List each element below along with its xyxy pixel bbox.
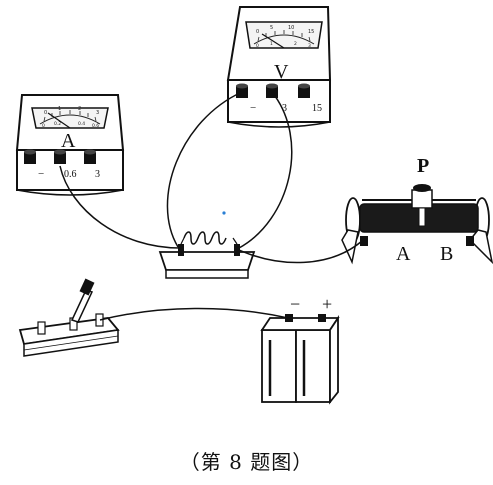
rheostat-end-b-label: B [440, 243, 453, 265]
ammeter-symbol: A [61, 130, 76, 152]
voltmeter-terminal-label-3: 3 [282, 103, 287, 114]
voltmeter-symbol: V [274, 61, 289, 83]
voltmeter-terminal-15[interactable] [298, 83, 310, 99]
voltmeter-scale-top-3: 15 [308, 29, 314, 35]
battery-pos-label: + [322, 294, 332, 314]
ammeter-scale-bottom-0: 0 [42, 123, 45, 129]
coil-resistor [158, 211, 256, 279]
battery-neg-label: − [290, 294, 300, 314]
ammeter-scale-bottom-1: 0.2 [54, 121, 61, 127]
ammeter-scale-top-2: 2 [78, 106, 81, 112]
ammeter-scale-bottom-3: 0.6 [92, 123, 99, 129]
sliding-rheostat: P A B [341, 155, 493, 265]
ammeter-scale-top-0: 0 [44, 110, 47, 116]
rheostat-end-a-label: A [396, 243, 411, 265]
ammeter-terminal-neg[interactable] [24, 149, 36, 165]
ammeter-scale-top-3: 3 [96, 110, 99, 116]
rheostat-slider-label: P [417, 155, 429, 177]
voltmeter-scale-top-1: 5 [270, 25, 273, 31]
voltmeter-scale-top-2: 10 [288, 25, 294, 31]
ammeter-terminal-label-0.6: 0.6 [64, 169, 77, 180]
wire-switch-to-battery [99, 307, 289, 321]
ammeter-scale-bottom-2: 0.4 [78, 121, 85, 127]
rheostat-slider-p[interactable] [411, 184, 433, 227]
voltmeter-terminal-3[interactable] [266, 83, 278, 99]
ammeter-terminal-label-neg: − [38, 168, 44, 180]
battery-terminal-neg[interactable] [285, 314, 293, 322]
battery: − + [260, 294, 340, 405]
ammeter: 0 1 2 3 0 0.2 0.4 0.6 A − 0.6 3 [15, 94, 125, 196]
wire-voltmeter-neg-to-coil [166, 91, 243, 248]
voltmeter-needle [261, 33, 285, 49]
voltmeter-scale-bottom-3: 3 [308, 43, 311, 49]
voltmeter-scale-bottom-0: 0 [256, 43, 259, 49]
voltmeter-scale-bottom-2: 2 [294, 41, 297, 47]
figure-caption: （第 8 题图） [179, 450, 314, 474]
voltmeter-terminal-label-neg: − [250, 102, 256, 114]
ammeter-terminal-3[interactable] [84, 149, 96, 165]
ammeter-needle [47, 112, 71, 129]
wire-ammeter-to-coil [59, 165, 181, 249]
voltmeter-terminal-neg[interactable] [236, 83, 248, 99]
rheostat-terminal-a[interactable] [360, 236, 368, 246]
voltmeter-terminal-label-15: 15 [312, 103, 322, 114]
ammeter-terminal-0.6[interactable] [54, 149, 66, 165]
voltmeter: 0 5 10 15 0 1 2 3 V − 3 15 [226, 6, 332, 128]
marker-dot [222, 211, 226, 215]
wire-coil-to-rheostat-a [238, 240, 363, 264]
voltmeter-scale-top-0: 0 [256, 29, 259, 35]
ammeter-scale-top-1: 1 [58, 106, 61, 112]
knife-switch[interactable] [18, 278, 120, 357]
wire-voltmeter-3-to-coil [238, 91, 293, 249]
battery-terminal-pos[interactable] [318, 314, 326, 322]
ammeter-terminal-label-3: 3 [95, 169, 100, 180]
voltmeter-scale-bottom-1: 1 [270, 41, 273, 47]
switch-blade [70, 289, 94, 323]
resistance-wire-coil [183, 231, 227, 245]
rheostat-terminal-b[interactable] [466, 236, 474, 246]
switch-handle [79, 278, 95, 296]
ammeter-dial [31, 107, 109, 129]
